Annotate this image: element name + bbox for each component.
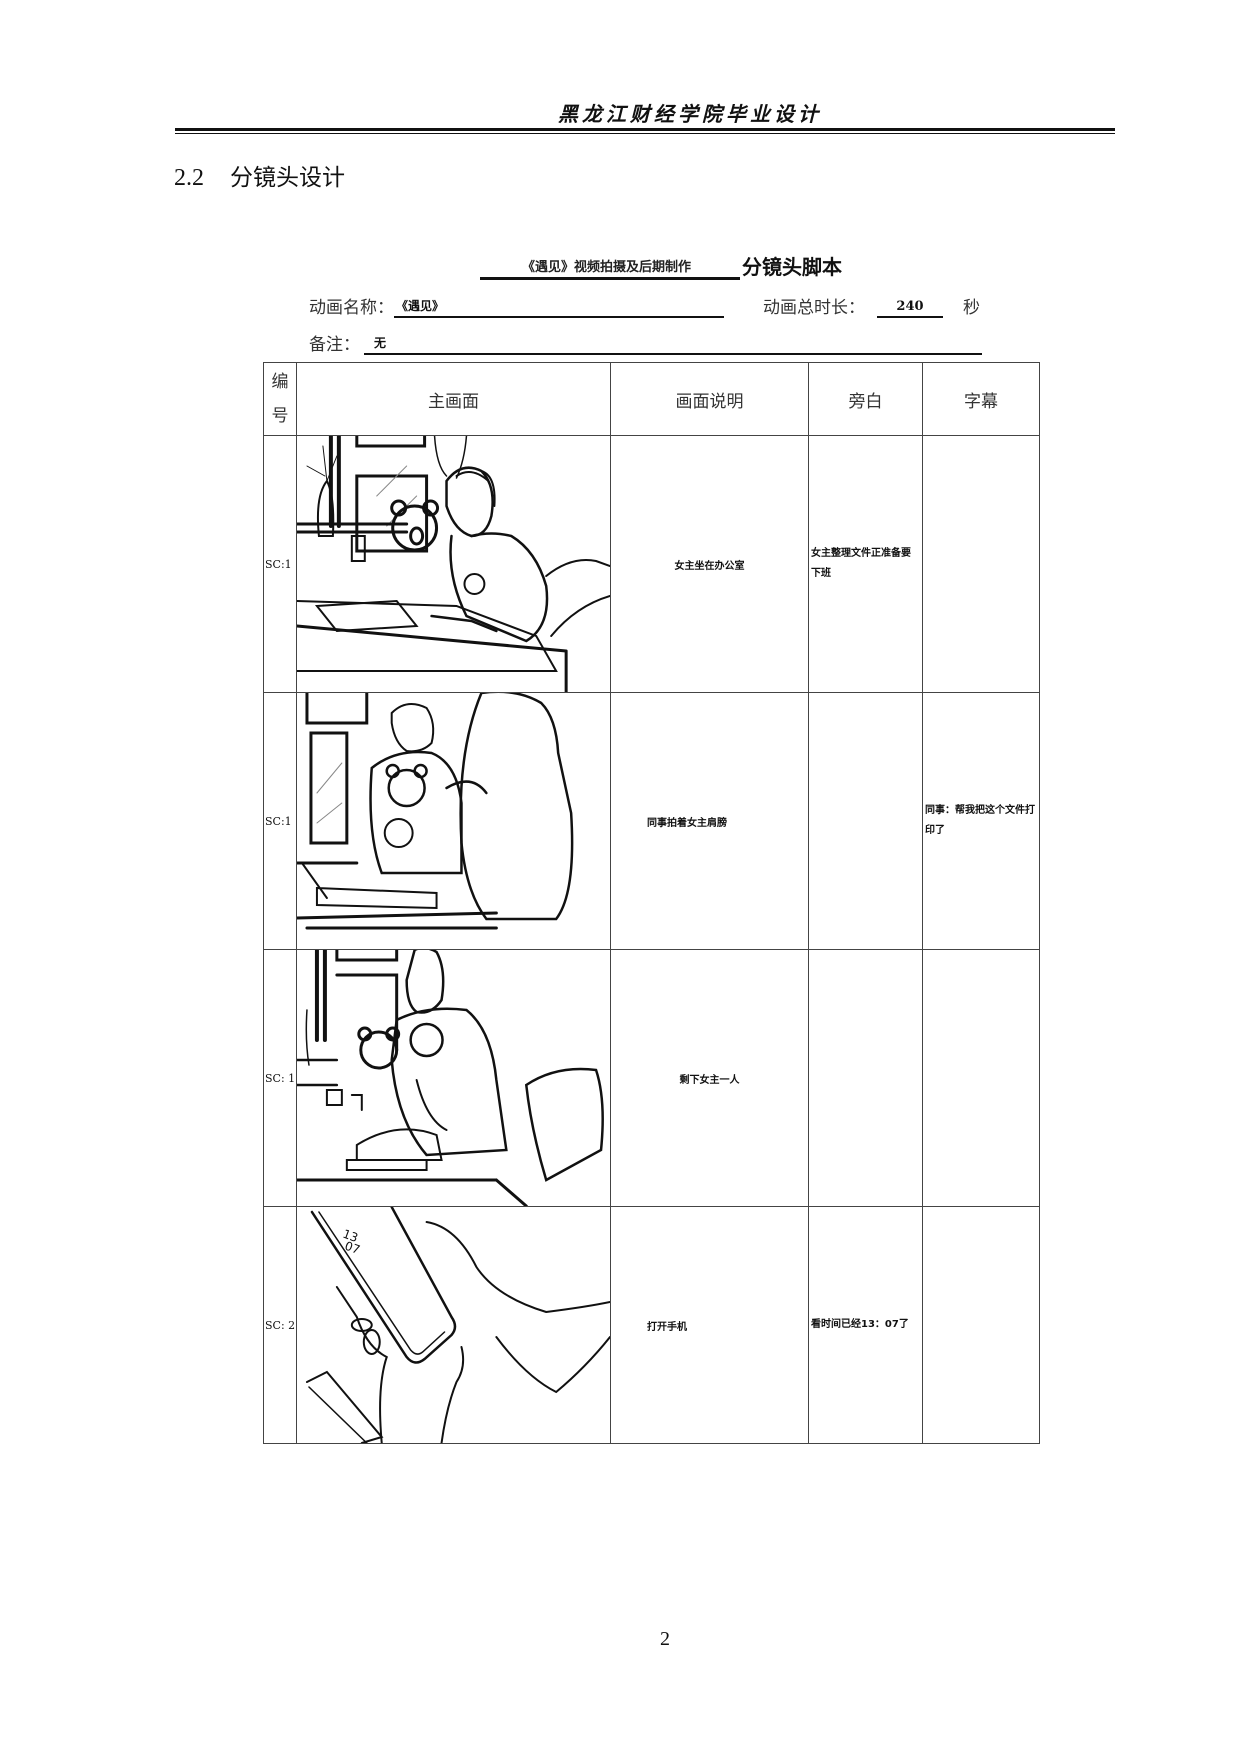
storyboard-frame-image [296,949,611,1207]
header-id: 编 号 [263,362,297,436]
document-type: 分镜头脚本 [742,255,842,279]
animation-name-value: 《遇见》 [394,297,724,318]
notes-value: 无 [364,334,982,355]
duration-unit: 秒 [963,298,980,318]
running-header: 黑龙江财经学院毕业设计 [558,102,822,126]
shot-description: 打开手机 [610,1206,809,1444]
table-header-row: 编 号 主画面 画面说明 旁白 字幕 [263,362,1040,436]
storyboard-table: 编 号 主画面 画面说明 旁白 字幕 SC:1 [263,362,1040,1444]
table-row: SC:1 [263,435,1040,693]
notes-row: 备注： 无 [309,330,982,355]
script-title: 《遇见》视频拍摄及后期制作 分镜头脚本 [480,248,842,280]
shot-description: 女主坐在办公室 [610,435,809,693]
shot-id: SC:1 [263,435,297,693]
table-row: SC:1 同事拍着女主肩膀 同事：帮我把这个文件打印了 [263,692,1040,950]
storyboard-frame-image [296,435,611,693]
header-id-line1: 编 [271,372,289,392]
duration-row: 动画总时长： 240 秒 [763,293,980,318]
shot-subtitle: 同事：帮我把这个文件打印了 [922,692,1040,950]
shot-id: SC: 2 [263,1206,297,1444]
project-name: 《遇见》视频拍摄及后期制作 [480,256,740,280]
header-main-frame: 主画面 [296,362,611,436]
shot-id: SC: 1 [263,949,297,1207]
coworker-shoulder-sketch-icon [297,693,574,930]
section-title: 分镜头设计 [230,165,345,191]
section-heading: 2.2 分镜头设计 [174,158,345,192]
page-number: 2 [660,1628,670,1650]
shot-subtitle [922,1206,1040,1444]
notes-label: 备注： [309,335,360,355]
table-row: SC: 2 13 07 打开手机 看时间已经13：07了 [263,1206,1040,1444]
shot-description: 同事拍着女主肩膀 [610,692,809,950]
shot-subtitle [922,949,1040,1207]
shot-narration: 女主整理文件正准备要下班 [808,435,923,693]
header-id-line2: 号 [271,406,289,426]
header-description: 画面说明 [610,362,809,436]
svg-text:13: 13 [341,1227,360,1245]
header-narration: 旁白 [808,362,923,436]
storyboard-frame-image [296,692,611,950]
woman-alone-sketch-icon [297,950,604,1206]
shot-subtitle [922,435,1040,693]
header-rule-thin [175,133,1115,134]
svg-text:07: 07 [343,1239,362,1257]
duration-label: 动画总时长： [763,298,865,318]
shot-narration: 看时间已经13：07了 [808,1206,923,1444]
header-subtitle: 字幕 [922,362,1040,436]
section-number: 2.2 [174,165,204,191]
shot-narration [808,692,923,950]
shot-id: SC:1 [263,692,297,950]
hands-phone-sketch-icon: 13 07 [305,1207,610,1443]
shot-narration [808,949,923,1207]
shot-description: 剩下女主一人 [610,949,809,1207]
table-row: SC: 1 剩下女主一人 [263,949,1040,1207]
animation-name-label: 动画名称： [309,298,394,318]
header-rule-thick [175,128,1115,131]
duration-value: 240 [877,299,943,318]
office-desk-sketch-icon [297,436,610,692]
storyboard-frame-image: 13 07 [296,1206,611,1444]
animation-name-row: 动画名称： 《遇见》 [309,293,724,318]
